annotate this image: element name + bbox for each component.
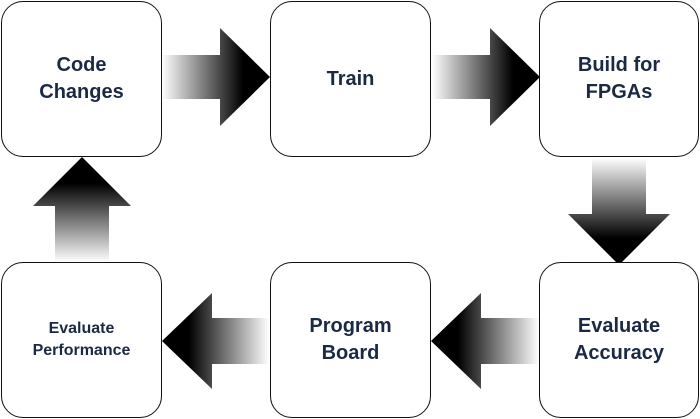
step-build-line1: Build for bbox=[577, 54, 661, 76]
step-code-changes-line2: Changes bbox=[39, 81, 124, 103]
step-build-for-fpgas: Build for FPGAs bbox=[539, 1, 699, 157]
step-evaluate-accuracy: Evaluate Accuracy bbox=[539, 262, 699, 418]
step-code-changes-line1: Code bbox=[56, 54, 107, 76]
step-program-board: Program Board bbox=[270, 262, 431, 418]
arrow-code-to-train bbox=[162, 28, 270, 126]
arrow-accuracy-to-program bbox=[431, 293, 539, 389]
step-evaluate-performance: Evaluate Performance bbox=[1, 262, 162, 418]
arrow-performance-to-code bbox=[33, 157, 131, 262]
arrow-program-to-performance bbox=[162, 293, 269, 389]
step-performance-line1: Evaluate bbox=[48, 320, 115, 338]
step-performance-line2: Performance bbox=[32, 342, 131, 359]
arrow-train-to-build bbox=[432, 28, 540, 126]
arrow-build-to-accuracy bbox=[568, 158, 670, 265]
step-accuracy-line1: Evaluate bbox=[577, 315, 661, 337]
step-build-line2: FPGAs bbox=[585, 81, 653, 103]
step-train-label: Train bbox=[326, 67, 375, 90]
step-program-line2: Board bbox=[321, 342, 380, 364]
step-train: Train bbox=[270, 1, 431, 157]
step-program-line1: Program bbox=[309, 315, 392, 337]
step-accuracy-line2: Accuracy bbox=[573, 342, 665, 364]
step-code-changes: Code Changes bbox=[1, 1, 162, 157]
